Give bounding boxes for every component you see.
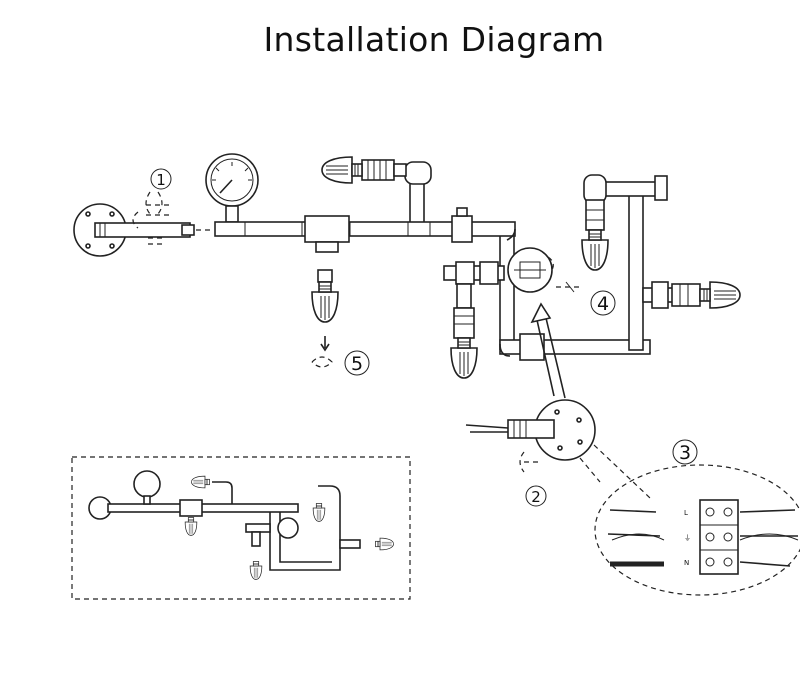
- overview-inset: [71, 456, 411, 600]
- page-title: Installation Diagram: [263, 20, 605, 59]
- step-1-label: 1: [156, 171, 166, 189]
- bulb-right: [699, 281, 741, 309]
- bulb-hanging-left: [450, 337, 478, 379]
- ceiling-plate-detail: [465, 399, 651, 499]
- terminal-label-n: N: [684, 559, 689, 567]
- terminal-label-earth: ⏚: [684, 534, 691, 542]
- main-assembly: [73, 153, 741, 399]
- bulb-loose: [311, 281, 339, 323]
- step-2-label: 2: [531, 488, 541, 506]
- pressure-gauge: [205, 153, 259, 223]
- wall-flange-left: [73, 191, 212, 257]
- step-markers: 1 2 3 4 5: [150, 168, 698, 507]
- valve: [451, 215, 473, 243]
- step-3-label: 3: [679, 442, 691, 464]
- bulb-right-upper: [581, 229, 609, 271]
- bulb-top-left: [321, 156, 363, 184]
- step-5-label: 5: [351, 353, 363, 375]
- terminal-label-l: L: [684, 509, 688, 517]
- step-4-label: 4: [597, 293, 609, 315]
- terminal-block-detail: L ⏚ N: [594, 464, 800, 596]
